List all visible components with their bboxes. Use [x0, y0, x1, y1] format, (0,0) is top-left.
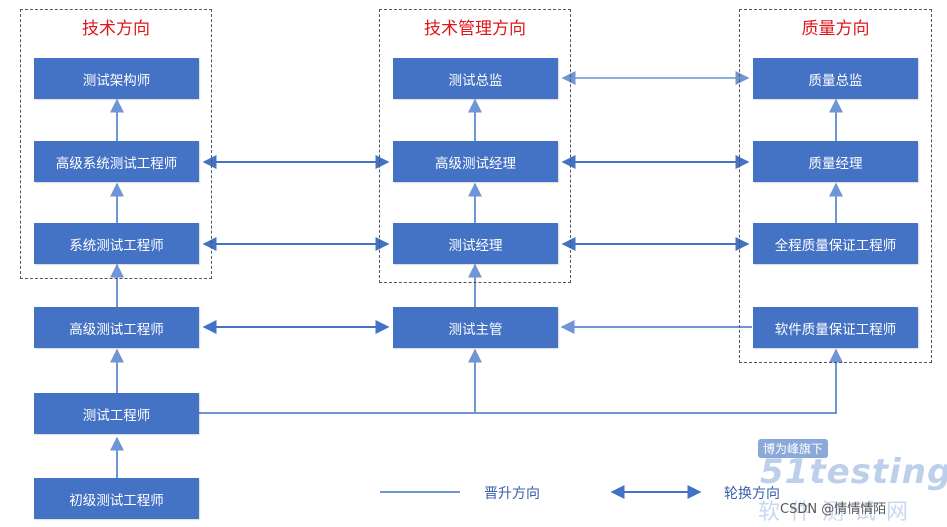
role-test-engineer: 测试工程师 [34, 393, 199, 434]
group-tech: 技术方向 [20, 9, 212, 279]
watermark-logo: 51testing [760, 452, 947, 492]
role-quality-manager: 质量经理 [753, 141, 918, 182]
role-senior-test-manager: 高级测试经理 [393, 141, 558, 182]
role-full-process-qa-engineer: 全程质量保证工程师 [753, 223, 918, 264]
role-quality-director: 质量总监 [753, 58, 918, 99]
watermark-sub: 软件测试网 [758, 500, 919, 525]
promotion-arrow [475, 348, 843, 414]
group-title-quality: 质量方向 [801, 19, 870, 39]
role-test-supervisor: 测试主管 [393, 307, 558, 348]
legend-rotation-label: 轮换方向 [724, 486, 780, 502]
role-junior-test-engineer: 初级测试工程师 [34, 478, 199, 519]
role-test-architect: 测试架构师 [34, 58, 199, 99]
group-title-mgmt: 技术管理方向 [424, 19, 526, 39]
watermark-badge: 博为峰旗下 [758, 439, 829, 458]
group-quality: 质量方向 [739, 9, 932, 363]
group-mgmt: 技术管理方向 [379, 9, 571, 283]
watermark-csdn: CSDN @情情情陌 [780, 502, 887, 517]
role-senior-test-engineer: 高级测试工程师 [34, 307, 199, 348]
role-test-director: 测试总监 [393, 58, 558, 99]
promotion-arrow [199, 348, 482, 414]
role-system-test-engineer: 系统测试工程师 [34, 223, 199, 264]
role-software-qa-engineer: 软件质量保证工程师 [753, 307, 918, 348]
role-senior-system-test-engineer: 高级系统测试工程师 [34, 141, 199, 182]
legend-promotion-label: 晋升方向 [484, 486, 540, 502]
role-test-manager: 测试经理 [393, 223, 558, 264]
group-title-tech: 技术方向 [82, 19, 150, 39]
